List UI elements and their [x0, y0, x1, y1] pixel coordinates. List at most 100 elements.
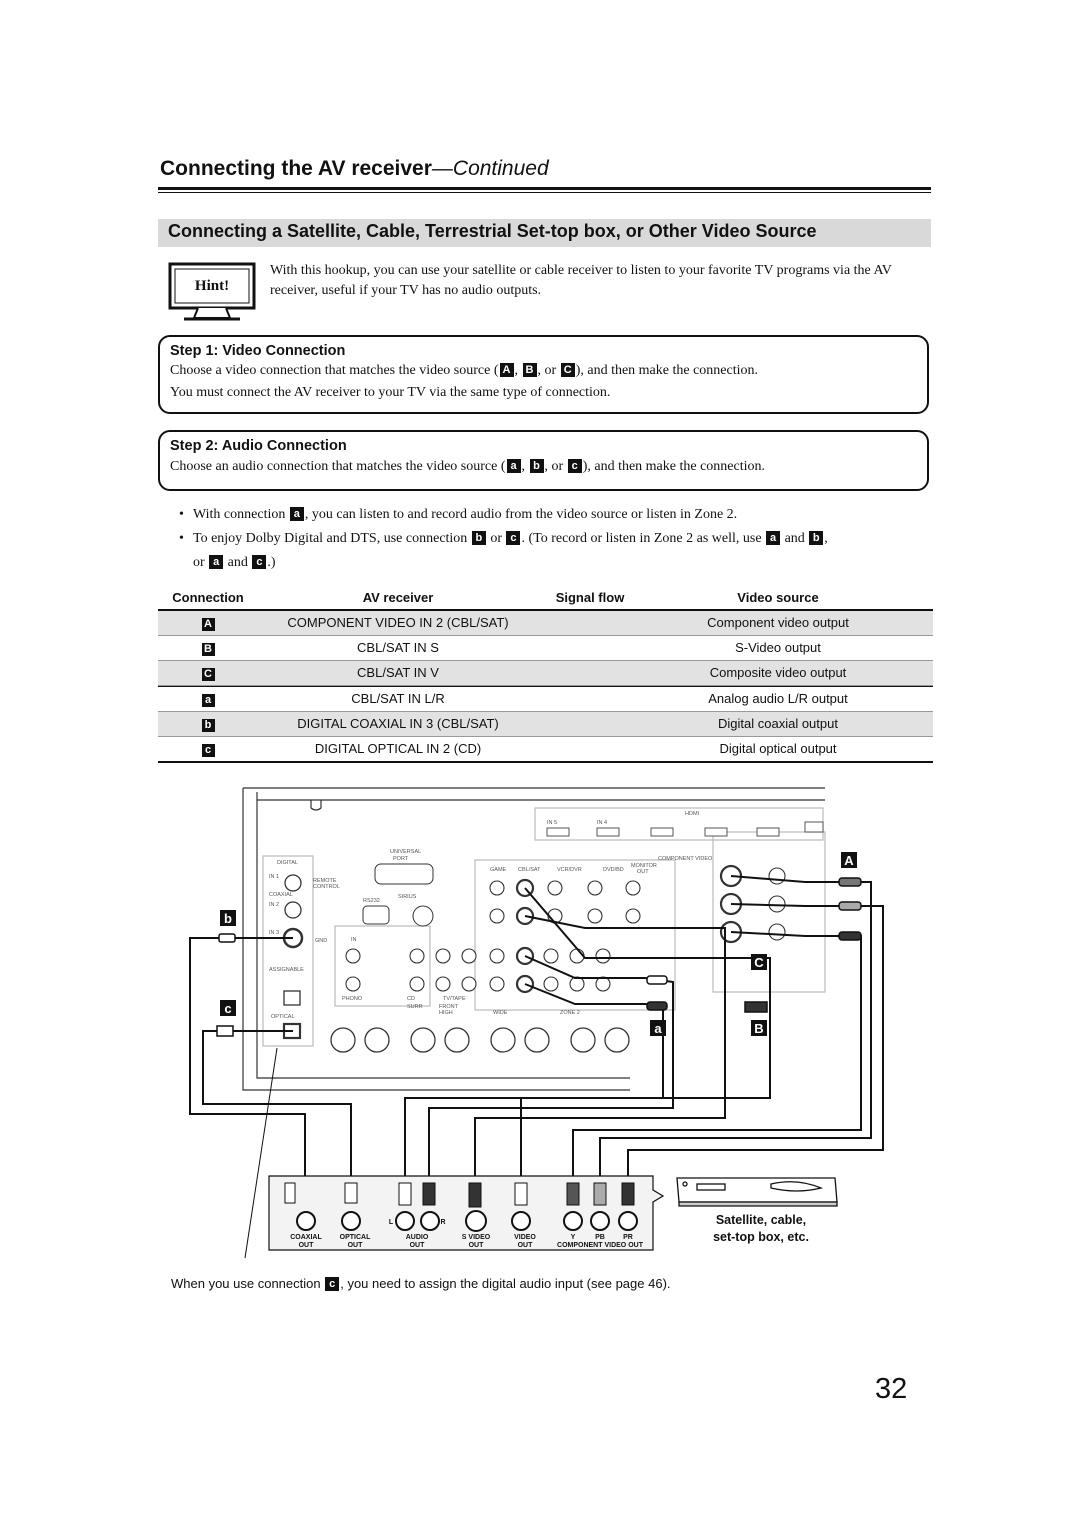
out-pr-label: PR	[623, 1234, 633, 1241]
bullet-item: To enjoy Dolby Digital and DTS, use conn…	[179, 527, 933, 575]
out-optical-label: OPTICAL	[340, 1234, 371, 1241]
label-in3: IN 3	[269, 930, 279, 936]
callout-c: c	[224, 1001, 231, 1016]
badge-c: c	[252, 555, 267, 569]
out-l-label: L	[389, 1219, 394, 1226]
callout-C: C	[754, 955, 764, 970]
label-assignable: ASSIGNABLE	[269, 967, 304, 973]
footnote-text-a: When you use connection	[171, 1276, 325, 1291]
bullet2-comma: ,	[824, 531, 828, 546]
row-receiver: DIGITAL COAXIAL IN 3 (CBL/SAT)	[297, 716, 499, 731]
bullet-list: With connection a, you can listen to and…	[179, 503, 933, 575]
row-badge: b	[201, 719, 215, 732]
out-pb-label: PB	[595, 1234, 605, 1241]
row-badge: a	[201, 694, 215, 707]
step2-box: Step 2: Audio Connection Choose an audio…	[158, 430, 929, 491]
label-game: GAME	[490, 867, 507, 873]
hdmi-ports	[546, 821, 824, 837]
footnote-text-b: , you need to assign the digital audio i…	[340, 1276, 671, 1291]
out-coaxial-sub: OUT	[299, 1242, 315, 1249]
page-number: 32	[875, 1373, 908, 1405]
header-av-receiver: AV receiver	[362, 590, 434, 605]
hint-label: Hint!	[195, 278, 229, 294]
table-row: c DIGITAL OPTICAL IN 2 (CD) Digital opti…	[158, 737, 933, 763]
cable-optical	[202, 1030, 352, 1188]
out-svideo-label: S VIDEO	[462, 1234, 491, 1241]
label-dvd-bd: DVD/BD	[603, 867, 624, 873]
step1-sep1: ,	[514, 363, 522, 378]
row-badge: A	[201, 618, 215, 631]
callout-A: A	[844, 853, 854, 868]
badge-b: b	[471, 531, 486, 545]
bullet2-end: .)	[267, 555, 276, 570]
label-monitor: MONITOR	[631, 863, 657, 869]
connection-table: Connection AV receiver Signal flow Video…	[158, 589, 933, 763]
speaker-terminals	[330, 1027, 630, 1053]
table-row: b DIGITAL COAXIAL IN 3 (CBL/SAT) Digital…	[158, 712, 933, 737]
badge-a: a	[209, 555, 224, 569]
bullet2-text-b: . (To record or listen in Zone 2 as well…	[521, 531, 766, 546]
out-video-sub: OUT	[518, 1242, 534, 1249]
label-hdmi: HDMI	[685, 811, 700, 817]
label-front: FRONT	[439, 1004, 459, 1010]
digital-jacks	[282, 874, 304, 1040]
label-control: CONTROL	[313, 884, 340, 890]
bullet1-text-b: , you can listen to and record audio fro…	[304, 507, 738, 522]
plug-coaxial	[284, 1182, 296, 1204]
row-receiver: CBL/SAT IN V	[357, 665, 439, 680]
cable-pb	[627, 903, 884, 1188]
step1-sep2: , or	[537, 363, 560, 378]
header-connection: Connection	[172, 590, 244, 605]
row-badge: B	[201, 643, 215, 656]
label-coaxial: COAXIAL	[269, 892, 293, 898]
label-remote: REMOTE	[313, 878, 337, 884]
row-source: Composite video output	[709, 665, 847, 680]
row-receiver: CBL/SAT IN S	[357, 640, 439, 655]
bullet2-and: and	[781, 531, 809, 546]
row-source: Digital coaxial output	[718, 716, 838, 731]
analog-jacks	[345, 878, 641, 994]
out-component-sub: COMPONENT VIDEO OUT	[557, 1242, 644, 1249]
row-source: Analog audio L/R output	[708, 691, 848, 706]
label-sirius: SIRIUS	[398, 894, 417, 900]
section-title: Connecting a Satellite, Cable, Terrestri…	[168, 221, 817, 241]
rs232-port	[362, 905, 390, 925]
page-header: Connecting the AV receiver—Continued	[160, 157, 549, 181]
label-vcr-dvr: VCR/DVR	[557, 867, 582, 873]
step2-sep1: ,	[521, 459, 529, 474]
row-badge: c	[201, 744, 215, 757]
plug-audio-r	[422, 1182, 436, 1206]
sirius-port	[412, 905, 434, 927]
label-wide: WIDE	[493, 1010, 508, 1016]
label-in1: IN 1	[269, 874, 279, 880]
table-row: a CBL/SAT IN L/R Analog audio L/R output	[158, 686, 933, 712]
label-port: PORT	[393, 856, 409, 862]
cable-audio-r	[428, 955, 674, 1188]
step1-line1: Choose a video connection that matches t…	[170, 363, 758, 379]
label-high: HIGH	[439, 1010, 453, 1016]
row-connection: B	[158, 640, 258, 656]
wiring-diagram: HDMI DIGITAL COAXIAL OPTICAL ASSIGNABLE …	[189, 787, 884, 1259]
step1-line2: You must connect the AV receiver to your…	[170, 385, 611, 400]
step2-line1: Choose an audio connection that matches …	[170, 459, 765, 475]
out-audio-sub: OUT	[410, 1242, 426, 1249]
header-title: Connecting the AV receiver	[160, 157, 432, 180]
bullet2-and2: and	[224, 555, 252, 570]
cable-svideo	[474, 915, 726, 1188]
header-rule-thin	[158, 192, 931, 193]
label-cd: CD	[407, 996, 415, 1002]
callout-B: B	[754, 1021, 763, 1036]
leader-line	[244, 1047, 278, 1259]
plug-video	[514, 1182, 528, 1206]
step2-title: Step 2: Audio Connection	[170, 438, 347, 454]
step2-text-b: ), and then make the connection.	[582, 459, 766, 474]
row-connection: b	[158, 716, 258, 732]
label-surr: SURR	[407, 1004, 423, 1010]
badge-c: c	[506, 531, 521, 545]
row-receiver: DIGITAL OPTICAL IN 2 (CD)	[314, 741, 482, 756]
step2-text-a: Choose an audio connection that matches …	[170, 459, 506, 474]
label-in: IN	[351, 937, 357, 943]
badge-a: a	[289, 507, 304, 521]
hint-text: With this hookup, you can use your satel…	[270, 263, 892, 298]
label-in4: IN 4	[597, 820, 607, 826]
